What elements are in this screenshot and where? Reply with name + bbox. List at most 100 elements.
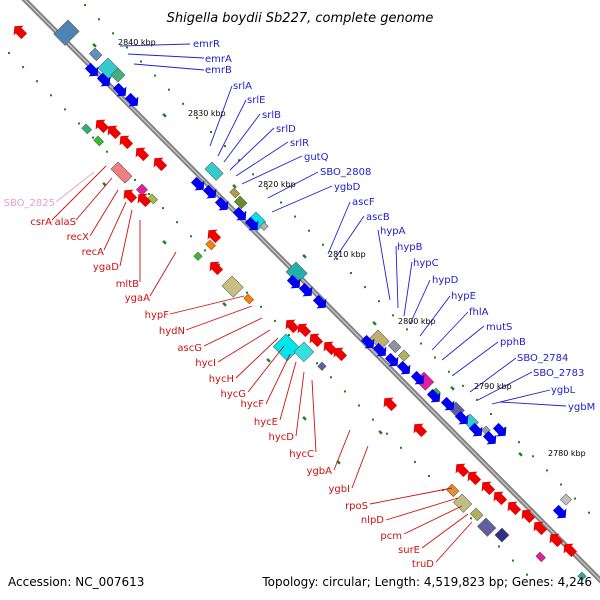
gene-label-forward[interactable]: hypE xyxy=(451,291,476,302)
gene-label-forward[interactable]: hypB xyxy=(397,242,423,253)
forward-gene-labels: emrR emrA emrB srlA srlE srlB srlD srlR … xyxy=(193,39,595,413)
position-dot xyxy=(428,475,430,477)
forward-leader-line xyxy=(327,201,351,255)
forward-gene-arrow xyxy=(552,504,567,519)
forward-leader-line xyxy=(469,357,517,393)
gene-label-reverse[interactable]: recX xyxy=(67,232,90,243)
forward-gene-arrow xyxy=(244,216,259,231)
gene-label-reverse[interactable]: rpoS xyxy=(345,501,368,512)
gene-feature-box xyxy=(243,293,254,305)
gene-label-forward[interactable]: SBO_2808 xyxy=(320,167,371,178)
gene-label-forward[interactable]: srlR xyxy=(290,138,309,149)
gene-label-forward[interactable]: hypD xyxy=(432,275,459,286)
reverse-gene-arrow xyxy=(455,463,470,478)
forward-leader-line xyxy=(377,229,391,301)
gene-label-reverse[interactable]: ygbI xyxy=(328,484,350,495)
reverse-gene-arrow xyxy=(95,119,110,134)
gene-feature-box xyxy=(204,161,224,181)
gene-label-reverse[interactable]: hycH xyxy=(209,374,234,385)
reverse-gene-arrow xyxy=(207,229,222,244)
gene-label-forward[interactable]: fhlA xyxy=(469,307,489,318)
forward-leader-line xyxy=(133,63,205,71)
gene-label-reverse[interactable]: ygaD xyxy=(93,262,119,273)
gene-label-reverse[interactable]: alaS xyxy=(55,217,76,228)
gene-label-forward[interactable]: gutQ xyxy=(304,152,329,163)
gene-label-reverse[interactable]: hycG xyxy=(220,389,246,400)
gene-label-reverse[interactable]: surE xyxy=(398,545,420,556)
reverse-gene-arrow xyxy=(333,347,348,362)
reverse-gene-arrow xyxy=(123,189,138,204)
gene-label-reverse[interactable]: hycD xyxy=(269,432,295,443)
tick-label: 2800 kbp xyxy=(398,317,436,326)
gene-label-forward[interactable]: ascB xyxy=(366,212,390,223)
position-dot xyxy=(308,229,310,232)
tick-mark xyxy=(372,321,377,326)
gene-label-reverse[interactable]: recA xyxy=(82,247,105,258)
gene-arrows xyxy=(13,25,578,558)
gene-label-reverse[interactable]: truD xyxy=(412,559,434,570)
gene-label-forward[interactable]: emrR xyxy=(193,39,220,50)
gene-label-reverse[interactable]: mltB xyxy=(116,279,139,290)
reverse-leader-line xyxy=(103,201,127,251)
gene-label-forward[interactable]: srlE xyxy=(247,95,265,106)
gene-label-reverse[interactable]: hycE xyxy=(254,417,278,428)
position-dot xyxy=(392,314,394,317)
gene-label-forward[interactable]: SBO_2783 xyxy=(533,368,584,379)
forward-gene-arrow xyxy=(410,370,425,385)
gene-label-reverse[interactable]: hycC xyxy=(289,449,314,460)
gene-label-forward[interactable]: srlD xyxy=(276,124,296,135)
gene-label-reverse[interactable]: hycF xyxy=(240,399,264,410)
gene-label-forward[interactable]: ygbD xyxy=(334,182,361,193)
tick-mark xyxy=(518,452,523,457)
reverse-gene-arrow xyxy=(285,319,300,334)
gene-label-reverse[interactable]: ascG xyxy=(177,343,202,354)
tick-mark xyxy=(222,302,227,307)
gene-label-reverse[interactable]: hydN xyxy=(159,326,185,337)
reverse-gene-arrow xyxy=(549,533,564,548)
gene-label-forward[interactable]: ygbL xyxy=(551,385,576,396)
gene-label-forward[interactable]: ascF xyxy=(352,197,375,208)
reverse-gene-arrow xyxy=(135,147,150,162)
gene-label-forward[interactable]: hypA xyxy=(380,226,406,237)
position-dot xyxy=(588,511,590,514)
reverse-leader-line xyxy=(55,171,95,203)
reverse-leader-line xyxy=(185,305,253,331)
gene-label-forward[interactable]: pphB xyxy=(500,337,526,348)
forward-gene-arrow xyxy=(384,352,399,367)
forward-gene-arrow xyxy=(124,92,139,107)
reverse-gene-arrow xyxy=(563,543,578,558)
gene-label-reverse[interactable]: pcm xyxy=(380,531,402,542)
gene-label-reverse[interactable]: ygaA xyxy=(125,293,150,304)
gene-label-forward[interactable]: ygbM xyxy=(568,402,595,413)
position-dot xyxy=(148,193,150,195)
gene-label-forward[interactable]: emrA xyxy=(205,54,232,65)
forward-gene-arrow xyxy=(468,422,483,437)
gene-label-reverse[interactable]: ygbA xyxy=(307,466,333,477)
gene-label-forward[interactable]: srlA xyxy=(233,81,252,92)
forward-leader-line xyxy=(235,141,289,177)
position-dot xyxy=(280,201,282,204)
gene-label-reverse[interactable]: hypF xyxy=(145,310,170,321)
map-title: Shigella boydii Sb227, complete genome xyxy=(167,11,434,26)
topology-text: Topology: circular; Length: 4,519,823 bp… xyxy=(261,575,592,589)
gene-label-forward[interactable]: SBO_2784 xyxy=(517,353,568,364)
position-dot xyxy=(92,136,94,139)
gene-label-forward[interactable]: emrB xyxy=(205,65,232,76)
gene-label-pseudo[interactable]: SBO_2825 xyxy=(4,198,55,209)
reverse-leader-line xyxy=(279,361,297,421)
gene-label-reverse[interactable]: hycI xyxy=(195,358,216,369)
tick-mark xyxy=(162,113,167,118)
gene-feature-box xyxy=(559,493,572,506)
gene-label-reverse[interactable]: csrA xyxy=(30,217,52,228)
gene-label-forward[interactable]: mutS xyxy=(486,322,512,333)
gene-feature-box xyxy=(387,339,402,354)
gene-label-forward[interactable]: srlB xyxy=(262,110,281,121)
gene-feature-box xyxy=(233,195,248,210)
position-dot xyxy=(490,413,492,415)
position-dot xyxy=(154,74,156,77)
gene-feature-box xyxy=(535,551,546,563)
reverse-gene-arrow xyxy=(137,193,152,208)
reverse-leader-line xyxy=(51,165,107,221)
gene-label-forward[interactable]: hypC xyxy=(413,258,439,269)
gene-label-reverse[interactable]: nlpD xyxy=(361,515,384,526)
